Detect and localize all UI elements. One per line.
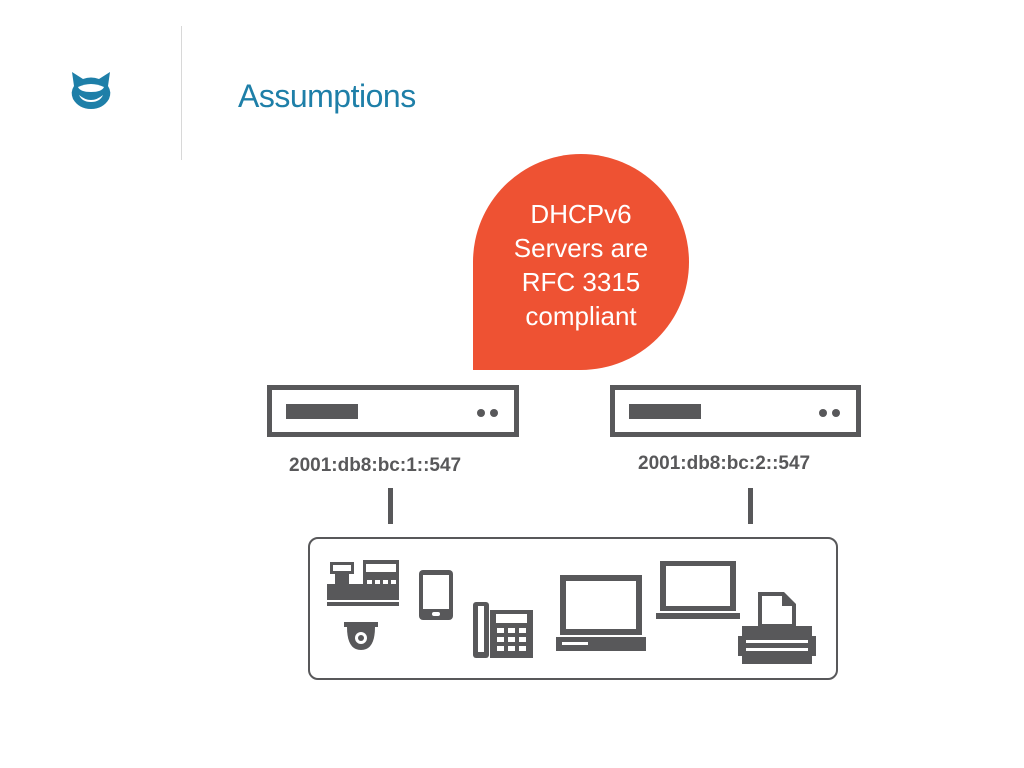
callout-line: Servers are <box>513 233 649 263</box>
printer-icon <box>738 592 816 664</box>
callout-line: RFC 3315 <box>521 267 641 297</box>
server-address: 2001:db8:bc:1::547 <box>289 455 462 476</box>
server-icon <box>610 385 861 437</box>
desk-phone-icon <box>473 602 533 658</box>
desktop-computer-icon <box>556 575 646 651</box>
server-led <box>490 409 498 417</box>
laptop-icon <box>656 561 740 619</box>
server-address: 2001:db8:bc:2::547 <box>638 453 811 474</box>
network-link <box>748 488 753 524</box>
server-led <box>832 409 840 417</box>
client-devices-group <box>308 537 838 680</box>
security-camera-icon <box>344 622 378 650</box>
callout-line: compliant <box>525 301 637 331</box>
cat-face-logo-icon <box>71 72 111 109</box>
page-title: Assumptions <box>238 78 416 114</box>
network-link <box>388 488 393 524</box>
callout-line: DHCPv6 <box>530 199 632 229</box>
server-drive-slot <box>286 404 358 419</box>
callout-bubble <box>473 154 689 370</box>
server-led <box>819 409 827 417</box>
server-icon <box>267 385 519 437</box>
cash-register-icon <box>327 560 399 606</box>
server-drive-slot <box>629 404 701 419</box>
header-divider <box>181 26 182 160</box>
smartphone-icon <box>419 570 453 620</box>
callout-text: DHCPv6 Servers are RFC 3315 compliant <box>473 197 689 333</box>
server-led <box>477 409 485 417</box>
